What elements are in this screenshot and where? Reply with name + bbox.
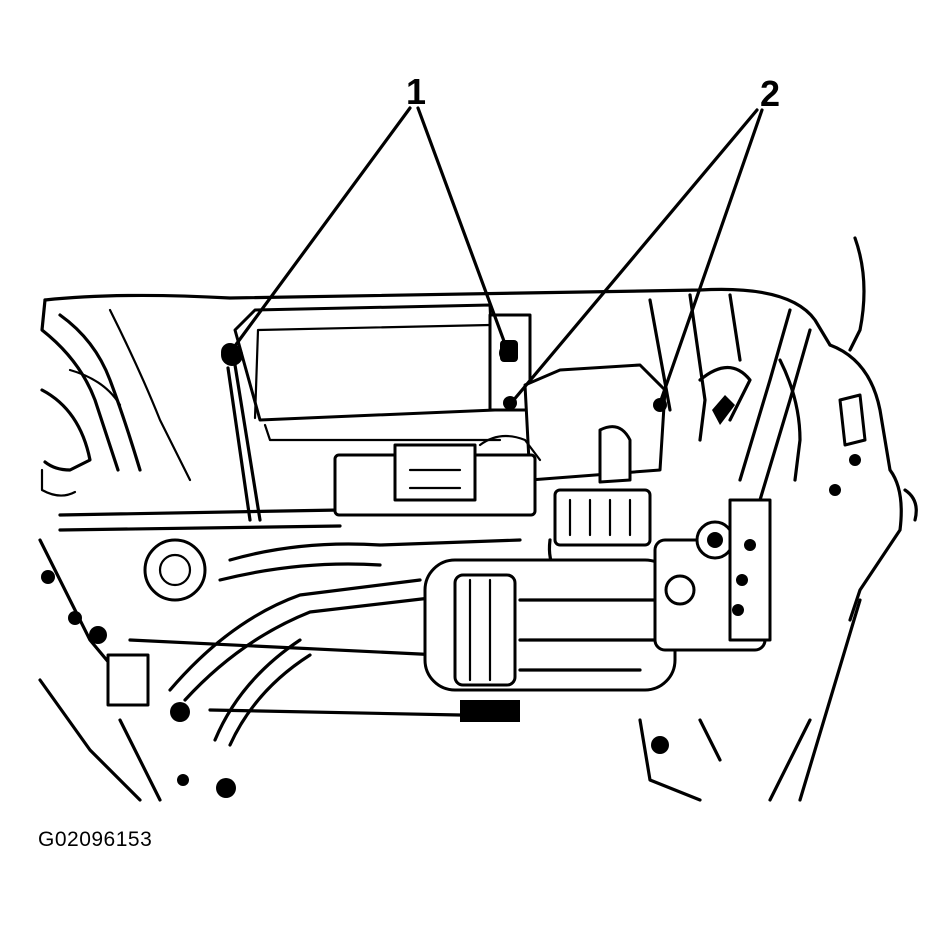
callout-1-leader-left xyxy=(230,106,412,352)
callout-1-leader-right xyxy=(416,106,510,354)
callout-2-leader-right xyxy=(658,108,764,405)
alternator xyxy=(423,520,767,722)
right-lower-mounts xyxy=(638,393,867,802)
bolt-2-right xyxy=(653,398,667,412)
upper-right-housing xyxy=(523,293,812,502)
callout-1: 1 xyxy=(230,71,510,354)
connector-bolts xyxy=(503,396,667,412)
callout-2-label: 2 xyxy=(760,73,780,114)
callout-2-leader-left xyxy=(510,108,759,404)
engine-compartment-outline xyxy=(40,236,918,802)
wiring-harness xyxy=(58,434,542,747)
callout-2: 2 xyxy=(510,73,780,405)
left-lower-assembly xyxy=(38,538,236,802)
figure-code: G02096153 xyxy=(38,828,153,851)
callout-1-label: 1 xyxy=(406,71,426,112)
